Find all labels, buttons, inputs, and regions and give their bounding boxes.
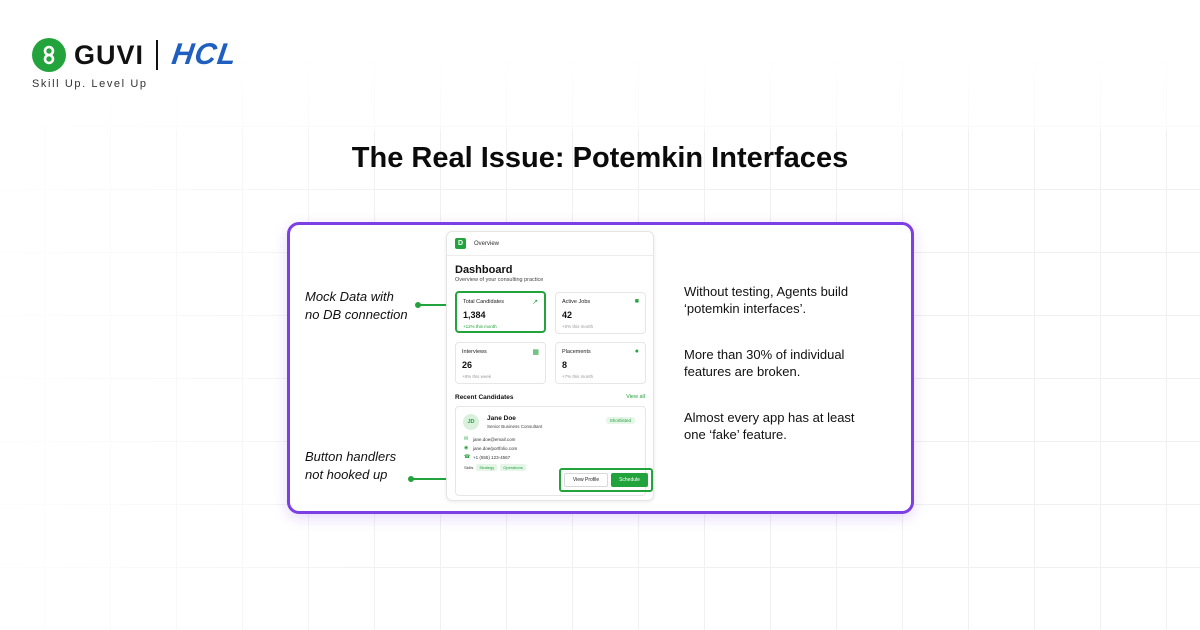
status-badge: Shortlisted xyxy=(605,417,635,424)
guvi-wordmark: GUVI xyxy=(74,39,145,70)
contact-website: ◉ jane.doe/portfolio.com xyxy=(464,445,517,451)
candidate-role: Senior Business Consultant xyxy=(487,424,543,429)
point-line: Without testing, Agents build xyxy=(684,284,849,299)
avatar: JD xyxy=(463,414,479,430)
skills-label: Skills xyxy=(464,465,474,470)
point-broken-features: More than 30% of individual features are… xyxy=(684,346,884,380)
annotation-connector-mock xyxy=(418,304,456,306)
stat-card-interviews: Interviews 26 +8% this week ▦ xyxy=(455,342,546,384)
stat-delta: +12% this month xyxy=(463,324,497,329)
user-icon: ● xyxy=(634,348,639,355)
phone-icon: ☎ xyxy=(464,454,471,460)
stat-label: Interviews xyxy=(462,349,487,355)
point-line: ‘potemkin interfaces’. xyxy=(684,301,807,316)
point-potemkin: Without testing, Agents build ‘potemkin … xyxy=(684,283,884,317)
view-all-link[interactable]: View all xyxy=(626,394,645,400)
globe-icon: ◉ xyxy=(464,445,469,451)
annotation-mock-data-line2: no DB connection xyxy=(305,307,408,322)
trending-up-icon: ↗ xyxy=(532,299,538,306)
contact-phone: ☎ +1 (555) 123-4567 xyxy=(464,454,510,460)
stat-value: 26 xyxy=(462,360,473,370)
stat-label: Placements xyxy=(562,349,591,355)
point-line: More than 30% of individual xyxy=(684,347,845,362)
logo-divider xyxy=(156,40,159,70)
stat-card-active-jobs: Active Jobs 42 +0% this month ■ xyxy=(555,292,646,334)
website-text: jane.doe/portfolio.com xyxy=(473,445,518,451)
candidate-name: Jane Doe xyxy=(487,415,516,422)
annotation-buttons: Button handlers not hooked up xyxy=(305,448,396,484)
candidate-card: JD Jane Doe Senior Business Consultant S… xyxy=(455,406,653,496)
guvi-logo-icon xyxy=(32,38,66,72)
hcl-wordmark: HCL xyxy=(169,38,240,71)
stat-card-total-candidates: Total Candidates 1,384 +12% this month ↗ xyxy=(455,291,546,333)
skill-tag: Strategy xyxy=(476,464,498,471)
email-text: jane.doe@email.com xyxy=(473,436,516,442)
skills-row: Skills Strategy Operations xyxy=(464,464,526,471)
tagline: Skill Up. Level Up xyxy=(32,78,148,90)
stat-delta: +0% this month xyxy=(562,324,594,329)
briefcase-icon: ■ xyxy=(634,298,639,305)
point-line: Almost every app has at least xyxy=(684,410,855,425)
stat-value: 8 xyxy=(562,360,568,370)
stat-value: 42 xyxy=(562,310,573,320)
mail-icon: ✉ xyxy=(464,436,469,442)
dashboard-subtitle: Overview of your consulting practice xyxy=(455,277,544,283)
stat-delta: +7% this month xyxy=(562,374,594,379)
view-profile-button[interactable]: View Profile xyxy=(564,473,608,487)
point-line: features are broken. xyxy=(684,364,801,379)
stat-delta: +8% this week xyxy=(462,374,492,379)
brand-logo: GUVI HCL Skill Up. Level Up xyxy=(32,38,240,90)
point-line: one ‘fake’ feature. xyxy=(684,427,787,442)
point-fake-feature: Almost every app has at least one ‘fake’… xyxy=(684,409,884,443)
schedule-button[interactable]: Schedule xyxy=(611,473,648,487)
skill-tag: Operations xyxy=(500,464,526,471)
recent-candidates-title: Recent Candidates xyxy=(455,394,514,401)
page-title: The Real Issue: Potemkin Interfaces xyxy=(351,142,849,174)
annotation-buttons-line1: Button handlers xyxy=(305,449,397,464)
action-buttons-highlight: View Profile Schedule xyxy=(559,468,653,492)
dashboard-panel: D Overview Dashboard Overview of your co… xyxy=(446,231,654,501)
stat-label: Total Candidates xyxy=(463,299,504,305)
annotation-mock-data: Mock Data with no DB connection xyxy=(305,288,408,324)
annotation-mock-data-line1: Mock Data with xyxy=(305,289,394,304)
calendar-icon: ▦ xyxy=(532,349,539,356)
panel-header: D Overview xyxy=(447,232,653,256)
nav-overview[interactable]: Overview xyxy=(474,240,500,247)
stat-label: Active Jobs xyxy=(562,299,591,305)
contact-email: ✉ jane.doe@email.com xyxy=(464,436,515,442)
stat-card-placements: Placements 8 +7% this month ● xyxy=(555,342,646,384)
annotation-buttons-line2: not hooked up xyxy=(305,467,388,482)
dashboard-title: Dashboard xyxy=(455,264,513,276)
phone-text: +1 (555) 123-4567 xyxy=(473,454,511,460)
app-badge: D xyxy=(455,238,466,249)
stat-value: 1,384 xyxy=(463,310,486,320)
